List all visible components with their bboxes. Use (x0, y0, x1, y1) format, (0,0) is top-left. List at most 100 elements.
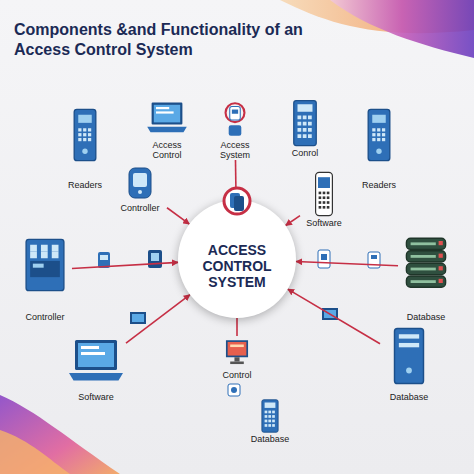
icon-shape (318, 177, 330, 188)
icon-shape (372, 138, 375, 141)
component-icon (138, 96, 196, 140)
component-node: Access System (208, 98, 262, 160)
icon-shape (439, 279, 443, 283)
device-illustration (398, 212, 454, 312)
icon-shape (382, 133, 385, 136)
icon-shape (100, 255, 108, 260)
icon-shape (268, 415, 271, 418)
component-icon (300, 170, 348, 218)
component-label: Control (222, 370, 251, 380)
icon-shape (133, 173, 147, 187)
connector-arrow (72, 262, 178, 268)
icon-shape (224, 188, 250, 214)
hub-icon (222, 186, 252, 220)
icon-shape (230, 106, 241, 120)
icon-shape (298, 122, 302, 126)
icon-shape (234, 196, 244, 211)
icon-shape (88, 138, 91, 141)
icon-shape (228, 384, 240, 396)
icon-shape (98, 252, 110, 268)
icon-shape (83, 138, 86, 141)
device-illustration (138, 96, 196, 140)
device-illustration (18, 218, 72, 312)
icon-shape (229, 125, 242, 136)
icon-shape (228, 342, 247, 356)
icon-shape (439, 266, 443, 270)
component-node: Access Control (138, 96, 196, 160)
icon-shape (272, 420, 275, 423)
icon-shape (323, 196, 326, 199)
icon-shape (147, 127, 187, 133)
icon-shape (371, 255, 377, 259)
icon-shape (83, 133, 86, 136)
icon-shape (327, 192, 330, 195)
component-node: Readers (58, 90, 112, 190)
icon-shape (323, 201, 326, 204)
icon-shape (265, 411, 268, 414)
icon-shape (376, 149, 381, 154)
component-node: Software (300, 170, 348, 228)
icon-shape (129, 168, 151, 198)
icon-shape (226, 103, 245, 122)
icon-shape (30, 252, 37, 259)
icon-shape (316, 172, 333, 215)
icon-shape (439, 254, 443, 258)
icon-shape (298, 134, 302, 138)
component-icon (352, 90, 406, 180)
card-icon (222, 186, 252, 220)
connector-arrow (288, 289, 380, 344)
component-icon (208, 98, 262, 140)
icon-shape (156, 107, 169, 109)
icon-shape (377, 138, 380, 141)
icon-shape (308, 116, 312, 120)
icon-shape (399, 343, 419, 347)
icon-shape (330, 0, 474, 58)
icon-shape (88, 133, 91, 136)
device-illustration (66, 330, 126, 392)
icon-shape (406, 368, 412, 374)
icon-shape (308, 134, 312, 138)
icon-shape (327, 206, 330, 209)
device-illustration (380, 320, 438, 392)
hub-title: ACCESS CONTROL SYSTEM (187, 242, 287, 290)
component-label: Database (251, 434, 290, 444)
icon-shape (52, 245, 59, 252)
icon-shape (30, 245, 37, 252)
icon-shape (303, 122, 307, 126)
icon-shape (78, 138, 81, 141)
icon-shape (439, 241, 443, 245)
component-label: Access System (208, 140, 262, 160)
icon-shape (234, 357, 239, 361)
icon-shape (0, 395, 120, 474)
icon-shape (81, 346, 99, 349)
component-label: Readers (68, 180, 102, 190)
icon-shape (152, 103, 183, 125)
icon-shape (319, 196, 322, 199)
icon-shape (41, 252, 48, 259)
component-icon (58, 90, 112, 180)
icon-shape (377, 128, 380, 131)
icon-shape (265, 420, 268, 423)
icon-shape (382, 128, 385, 131)
icon-shape (132, 314, 144, 322)
icon-shape (303, 134, 307, 138)
icon-shape (395, 328, 424, 383)
icon-shape (78, 343, 114, 367)
icon-shape (69, 373, 123, 381)
icon-shape (411, 280, 436, 283)
icon-shape (226, 340, 248, 357)
icon-shape (83, 128, 86, 131)
component-label: Software (306, 218, 342, 228)
icon-shape (327, 201, 330, 204)
icon-shape (151, 253, 159, 261)
icon-shape (88, 128, 91, 131)
icon-shape (268, 411, 271, 414)
icon-shape (322, 308, 338, 320)
component-icon (66, 330, 126, 392)
component-icon (398, 212, 454, 312)
component-icon (280, 98, 330, 148)
icon-shape (382, 138, 385, 141)
icon-shape (368, 252, 380, 268)
icon-shape (30, 261, 60, 277)
